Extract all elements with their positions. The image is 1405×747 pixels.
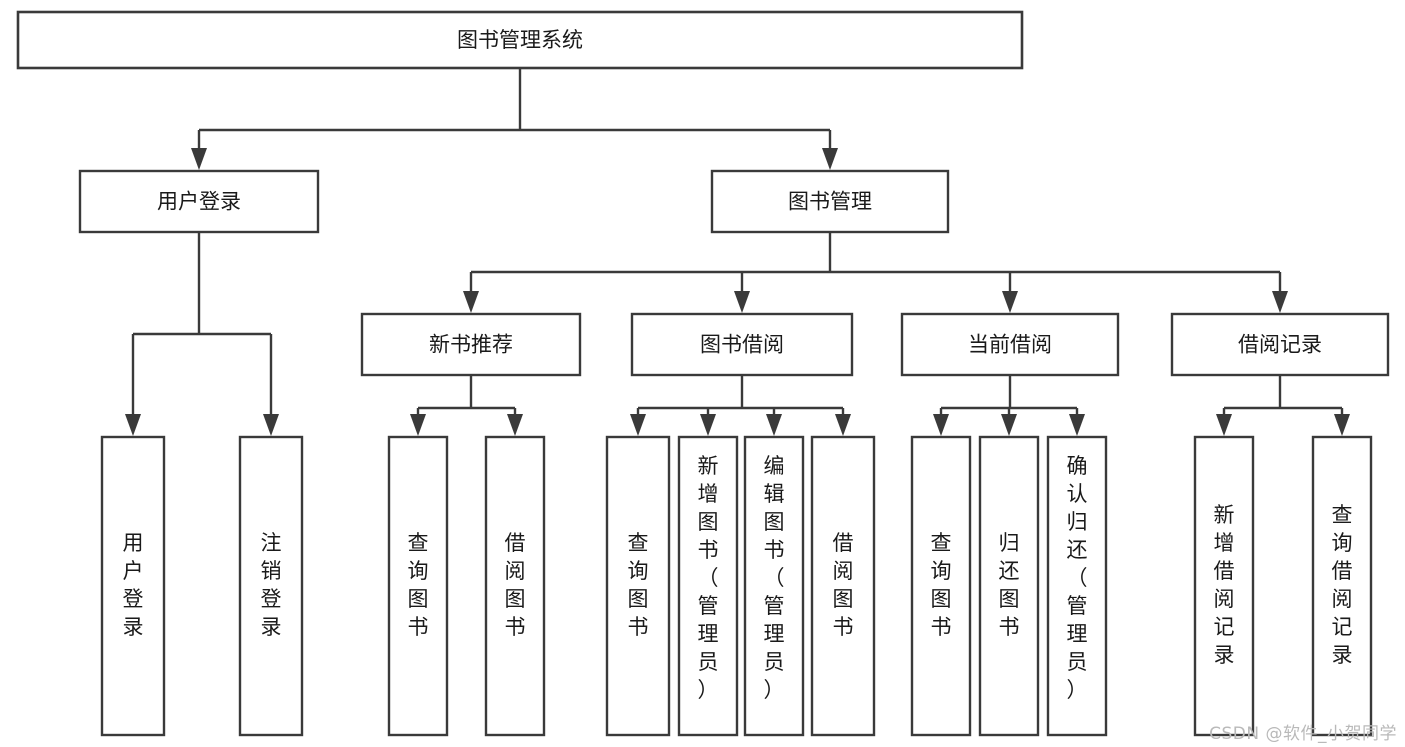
node-leaf-return-book[interactable]: 归还图书 (978, 435, 1040, 737)
node-label-new-book-recommend: 新书推荐 (429, 333, 513, 357)
node-label-leaf-add-book: 新增图书（管理员） (698, 454, 719, 702)
node-box-current-borrow[interactable] (900, 312, 1120, 377)
node-label-leaf-user-login: 用户登录 (123, 531, 144, 639)
node-label-leaf-logout: 注销登录 (261, 531, 282, 639)
node-book-management[interactable]: 图书管理 (710, 169, 950, 234)
node-leaf-query-book-current[interactable]: 查询图书 (910, 435, 972, 737)
node-box-leaf-query-book-borrow[interactable] (605, 435, 671, 737)
connector-c-recommend-to-leaves (410, 375, 523, 436)
node-label-leaf-add-borrow-record: 新增借阅记录 (1214, 503, 1235, 667)
node-new-book-recommend[interactable]: 新书推荐 (360, 312, 582, 377)
node-layer: 图书管理系统用户登录图书管理新书推荐图书借阅当前借阅借阅记录用户登录注销登录查询… (16, 10, 1390, 737)
node-label-current-borrow: 当前借阅 (968, 333, 1052, 357)
node-root[interactable]: 图书管理系统 (16, 10, 1024, 70)
node-leaf-confirm-return[interactable]: 确认归还（管理员） (1046, 435, 1108, 737)
node-borrow-record[interactable]: 借阅记录 (1170, 312, 1390, 377)
node-leaf-borrow-book[interactable]: 借阅图书 (810, 435, 876, 737)
node-label-book-borrow: 图书借阅 (700, 333, 784, 357)
node-label-leaf-confirm-return: 确认归还（管理员） (1067, 454, 1088, 702)
node-box-leaf-borrow-book-recommend[interactable] (484, 435, 546, 737)
node-box-leaf-edit-book[interactable] (743, 435, 805, 737)
node-box-leaf-logout[interactable] (238, 435, 304, 737)
node-label-book-management: 图书管理 (788, 190, 872, 214)
node-leaf-user-login[interactable]: 用户登录 (100, 435, 166, 737)
node-leaf-query-book-borrow[interactable]: 查询图书 (605, 435, 671, 737)
node-box-leaf-return-book[interactable] (978, 435, 1040, 737)
node-leaf-add-book[interactable]: 新增图书（管理员） (677, 435, 739, 737)
node-label-leaf-borrow-book: 借阅图书 (833, 531, 854, 639)
node-box-root[interactable] (16, 10, 1024, 70)
node-label-root: 图书管理系统 (457, 28, 583, 52)
node-book-borrow[interactable]: 图书借阅 (630, 312, 854, 377)
connector-c-current-to-leaves (933, 375, 1085, 436)
node-user-login[interactable]: 用户登录 (78, 169, 320, 234)
node-box-book-management[interactable] (710, 169, 950, 234)
connector-c-borrow-to-leaves (630, 375, 851, 436)
node-box-leaf-user-login[interactable] (100, 435, 166, 737)
connector-c-bookmgmt-to-level2 (463, 232, 1288, 313)
node-leaf-edit-book[interactable]: 编辑图书（管理员） (743, 435, 805, 737)
node-box-user-login[interactable] (78, 169, 320, 234)
connector-layer (125, 68, 1350, 436)
node-label-borrow-record: 借阅记录 (1238, 333, 1322, 357)
connector-c-record-to-leaves (1216, 375, 1350, 436)
node-label-user-login: 用户登录 (157, 190, 241, 214)
node-label-leaf-query-book-recommend: 查询图书 (408, 531, 429, 639)
node-label-leaf-query-book-borrow: 查询图书 (628, 531, 649, 639)
node-label-leaf-query-book-current: 查询图书 (931, 531, 952, 639)
node-box-new-book-recommend[interactable] (360, 312, 582, 377)
node-current-borrow[interactable]: 当前借阅 (900, 312, 1120, 377)
node-leaf-borrow-book-recommend[interactable]: 借阅图书 (484, 435, 546, 737)
node-box-borrow-record[interactable] (1170, 312, 1390, 377)
connector-c-root-to-level1 (191, 68, 838, 170)
node-box-leaf-query-book-current[interactable] (910, 435, 972, 737)
node-leaf-logout[interactable]: 注销登录 (238, 435, 304, 737)
node-leaf-query-borrow-record[interactable]: 查询借阅记录 (1311, 435, 1373, 737)
node-box-leaf-add-borrow-record[interactable] (1193, 435, 1255, 737)
node-label-leaf-return-book: 归还图书 (999, 531, 1020, 639)
node-label-leaf-borrow-book-recommend: 借阅图书 (505, 531, 526, 639)
node-box-leaf-borrow-book[interactable] (810, 435, 876, 737)
node-leaf-add-borrow-record[interactable]: 新增借阅记录 (1193, 435, 1255, 737)
node-label-leaf-edit-book: 编辑图书（管理员） (764, 454, 785, 702)
node-box-leaf-query-book-recommend[interactable] (387, 435, 449, 737)
node-leaf-query-book-recommend[interactable]: 查询图书 (387, 435, 449, 737)
node-box-leaf-query-borrow-record[interactable] (1311, 435, 1373, 737)
connector-c-userlogin-to-leaves (125, 232, 279, 436)
csdn-watermark: CSDN @软件_小贺同学 (1209, 724, 1397, 744)
node-box-leaf-confirm-return[interactable] (1046, 435, 1108, 737)
node-box-book-borrow[interactable] (630, 312, 854, 377)
node-box-leaf-add-book[interactable] (677, 435, 739, 737)
node-label-leaf-query-borrow-record: 查询借阅记录 (1332, 503, 1353, 667)
